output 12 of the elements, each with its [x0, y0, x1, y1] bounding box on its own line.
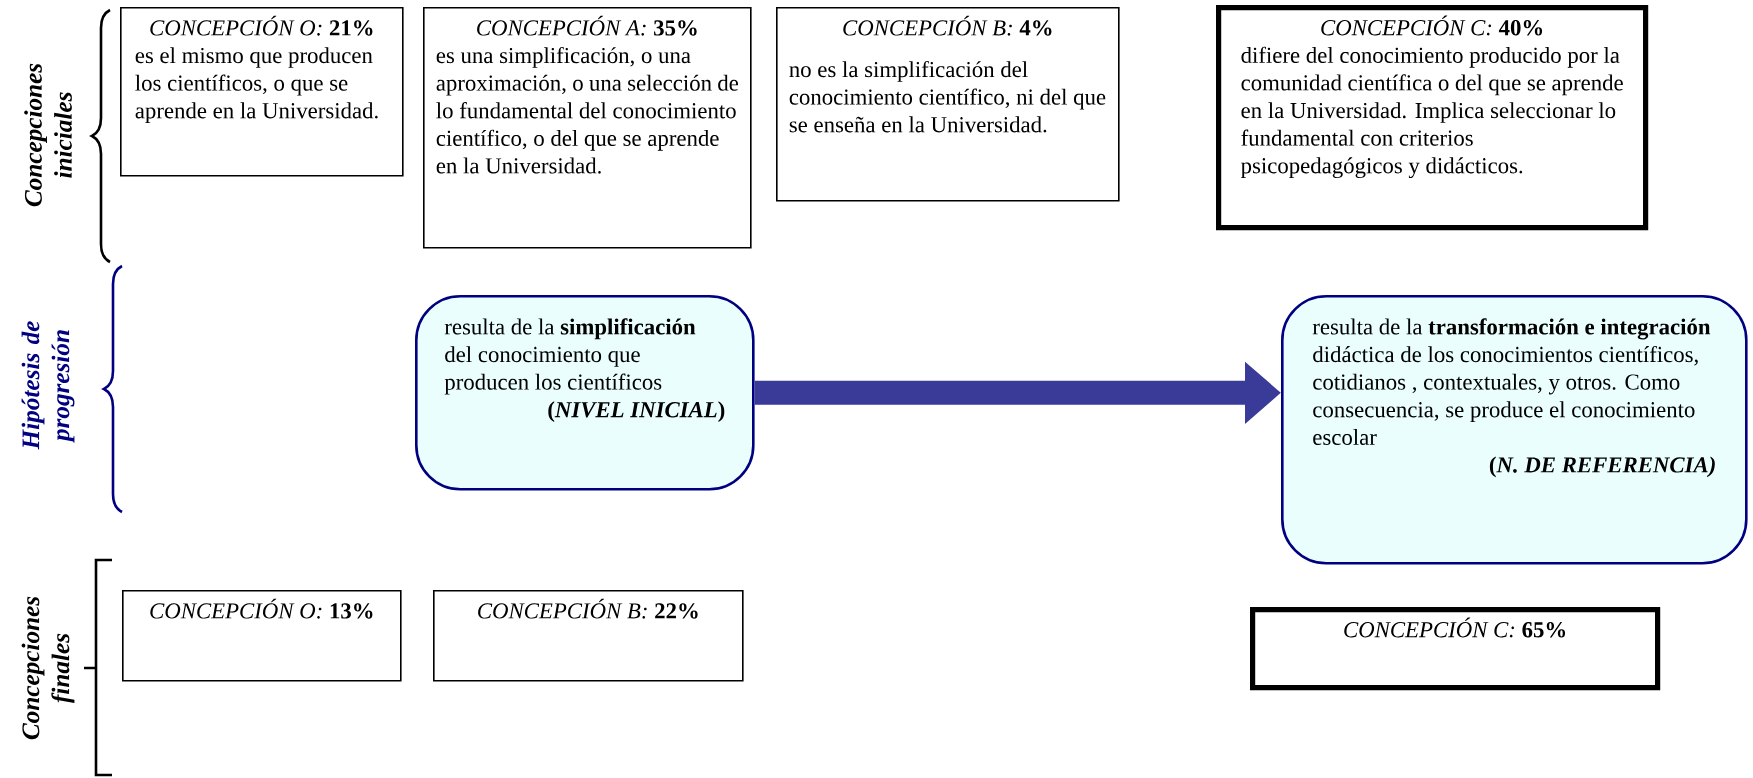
rounded-box: resulta de la transformación e integración didáctica de los conocimientos científicos, cotidianos , contextuales, y otros. Como consecuencia, se produce el conocimiento escolar (N. DE REFERENCIA)	[1281, 295, 1748, 565]
concept-box: CONCEPCIÓN C: 65%	[1250, 607, 1661, 691]
concept-box: CONCEPCIÓN C: 40% difiere del conocimiento producido por la comunidad científica o del que se aprende en la Universidad. Implica seleccionar lo fundamental con criterios psicopedagógicos y didácticos.	[1216, 5, 1649, 231]
concept-box: CONCEPCIÓN O: 13%	[122, 590, 402, 682]
concept-box: CONCEPCIÓN A: 35% es una simplificación, o una aproximación, o una selección de lo fundamental del conocimiento científico, o del que se aprende en la Universidad.	[423, 7, 752, 249]
concept-box: CONCEPCIÓN O: 21% es el mismo que producen los científicos, o que se aprende en la Universidad.	[120, 7, 404, 177]
rounded-box: resulta de la simplificación del conocimiento que producen los científicos (NIVEL INICIAL)	[415, 295, 755, 491]
side-label: Hipótesis de progresión	[21, 321, 75, 450]
concept-box: CONCEPCIÓN B: 22%	[433, 590, 744, 682]
side-label: Concepciones iniciales	[24, 63, 72, 207]
concept-box: CONCEPCIÓN B: 4% no es la simplificación del conocimiento científico, ni del que se enseña en la Universidad.	[776, 7, 1120, 202]
side-label: Concepciones finales	[21, 596, 75, 740]
